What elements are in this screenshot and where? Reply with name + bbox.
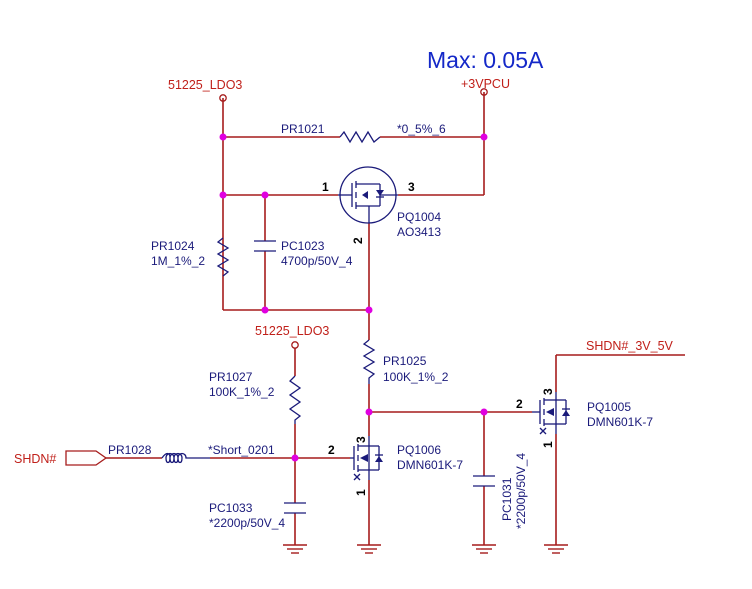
pq1006-transistor: [350, 436, 383, 481]
pc1023-ref: PC1023: [281, 239, 325, 253]
pr1024-value: 1M_1%_2: [151, 254, 205, 268]
pq1006-pin1: 1: [354, 489, 368, 496]
junctions: [219, 133, 488, 462]
ground-pq1005: [544, 544, 568, 554]
shdn-connector: [65, 450, 108, 466]
pq1004-transistor: [338, 166, 398, 224]
pr1028-resistor: [161, 452, 210, 464]
ground-pc1031: [472, 544, 496, 554]
pq1006-pin3: 3: [354, 436, 368, 443]
ldo3-mid-terminal: [291, 341, 299, 349]
ground-pc1033: [283, 544, 307, 554]
pr1028-value: *Short_0201: [208, 443, 275, 457]
pq1004-ref: PQ1004: [397, 210, 441, 224]
wires: [106, 92, 685, 545]
pq1005-pin1: 1: [541, 441, 555, 448]
junction: [291, 454, 299, 462]
junction: [219, 133, 227, 141]
junction: [365, 306, 373, 314]
ground-pq1006: [357, 544, 381, 554]
pc1031-value: *2200p/50V_4: [514, 453, 528, 529]
pc1033-ref: PC1033: [209, 501, 253, 515]
pr1021-ref: PR1021: [281, 122, 325, 136]
pq1005-pin2: 2: [516, 397, 523, 411]
pc1031-capacitor: [473, 475, 495, 487]
pr1028-ref: PR1028: [108, 443, 152, 457]
pq1005-ref: PQ1005: [587, 400, 631, 414]
pr1027-resistor: [288, 375, 302, 424]
junction: [261, 306, 269, 314]
pc1033-capacitor: [284, 502, 306, 514]
junction: [480, 133, 488, 141]
pq1005-transistor: [532, 392, 570, 435]
pr1021-resistor: [339, 130, 381, 144]
pq1004-pin2: 2: [351, 237, 365, 244]
net-shdn-out: SHDN#_3V_5V: [586, 339, 674, 353]
pr1025-value: 100K_1%_2: [383, 370, 449, 384]
pr1025-resistor: [362, 339, 376, 384]
pr1025-ref: PR1025: [383, 354, 427, 368]
pr1027-ref: PR1027: [209, 370, 253, 384]
pr1024-resistor: [216, 237, 230, 277]
junction: [219, 191, 227, 199]
pq1004-pin3: 3: [408, 180, 415, 194]
pq1004-value: AO3413: [397, 225, 441, 239]
net-ldo3-top: 51225_LDO3: [168, 78, 242, 92]
net-shdn-in: SHDN#: [14, 452, 56, 466]
pq1005-value: DMN601K-7: [587, 415, 653, 429]
net-ldo3-mid: 51225_LDO3: [255, 324, 329, 338]
pq1004-pin1: 1: [322, 180, 329, 194]
pq1005-pin3: 3: [541, 388, 555, 395]
pq1006-ref: PQ1006: [397, 443, 441, 457]
max-current-note: Max: 0.05A: [427, 47, 544, 73]
pq1006-pin2: 2: [328, 443, 335, 457]
pr1021-value: *0_5%_6: [397, 122, 446, 136]
ldo3-top-terminal: [219, 94, 227, 102]
net-vpcu: +3VPCU: [461, 77, 510, 91]
pq1006-value: DMN601K-7: [397, 458, 463, 472]
pr1027-value: 100K_1%_2: [209, 385, 275, 399]
pc1023-value: 4700p/50V_4: [281, 254, 353, 268]
vpcu-terminal: [480, 88, 488, 96]
junction: [480, 408, 488, 416]
pc1033-value: *2200p/50V_4: [209, 516, 285, 530]
pc1031-ref: PC1031: [500, 477, 514, 521]
junction: [365, 408, 373, 416]
junction: [261, 191, 269, 199]
pc1023-capacitor: [254, 240, 276, 252]
pr1024-ref: PR1024: [151, 239, 195, 253]
